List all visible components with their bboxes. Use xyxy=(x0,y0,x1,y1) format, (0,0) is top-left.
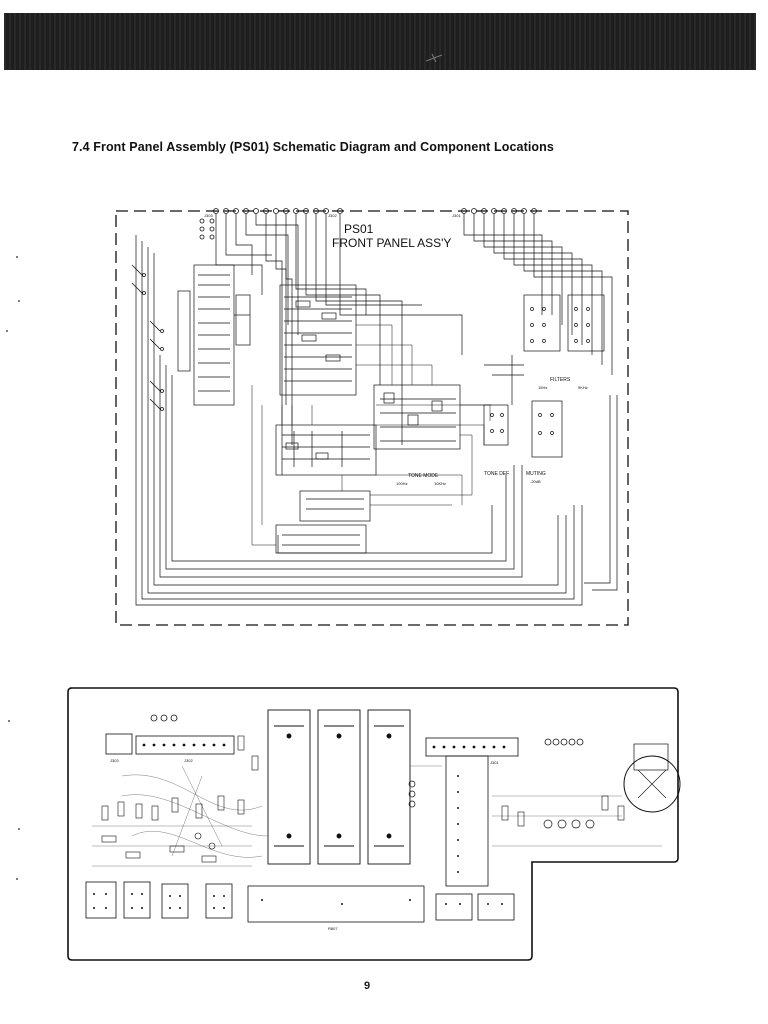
connector-pins-left xyxy=(199,218,215,240)
left-ic-block xyxy=(177,264,251,406)
scan-speck xyxy=(18,300,20,302)
schematic-diagram: PS01 FRONT PANEL ASS'Y J303 J302 J301 xyxy=(112,205,634,631)
label-filters: FILTERS xyxy=(550,377,571,383)
schematic-border xyxy=(115,210,629,626)
connector-pins-top xyxy=(213,208,537,214)
label-filter-9khz: 9KHz xyxy=(578,385,588,390)
label-muting: MUTING xyxy=(526,471,546,477)
pcb-label-j303: J303 xyxy=(110,758,119,763)
connector-label-j301: J301 xyxy=(452,213,461,218)
pcb-bottom-switches xyxy=(85,881,515,923)
connector-label-j303: J303 xyxy=(204,213,213,218)
scan-speck xyxy=(8,720,10,722)
wire-bus xyxy=(215,214,613,475)
scan-speck xyxy=(18,828,20,830)
center-components xyxy=(275,284,461,554)
pcb-label-r807: R807 xyxy=(328,926,338,931)
header-bar xyxy=(4,13,756,70)
signal-wires xyxy=(251,324,492,546)
scan-speck xyxy=(16,256,18,258)
label-tone-mode: TONE MODE xyxy=(408,473,439,479)
page-number: 9 xyxy=(364,980,371,992)
pcb-round-component xyxy=(623,755,681,813)
pcb-traces xyxy=(92,765,662,867)
schematic-title-line1: PS01 xyxy=(344,222,374,236)
pcb-label-j301: J301 xyxy=(490,760,499,765)
pcb-led-row xyxy=(150,714,584,746)
label-filter-15hz: 15Hz xyxy=(538,385,547,390)
header-texture xyxy=(4,13,756,70)
left-switches xyxy=(131,264,164,411)
pcb-vertical-strip xyxy=(445,755,489,887)
label-tone-100hz: 100Hz xyxy=(396,481,408,486)
pcb-transistors xyxy=(408,780,595,829)
pcb-connectors xyxy=(105,733,519,757)
label-tone-def: TONE DEF xyxy=(484,471,509,477)
wire-outer-loops xyxy=(135,235,618,606)
header-mark xyxy=(425,53,443,63)
section-title: 7.4 Front Panel Assembly (PS01) Schemati… xyxy=(72,140,554,154)
pcb-components xyxy=(101,735,625,863)
filter-switches xyxy=(483,294,605,458)
pcb-potentiometers xyxy=(267,709,411,865)
pcb-component-layout: J303 J302 J301 xyxy=(62,686,682,966)
schematic-title-line2: FRONT PANEL ASS'Y xyxy=(332,236,451,250)
pcb-label-j302: J302 xyxy=(184,758,193,763)
scan-speck xyxy=(6,330,8,332)
label-muting-db: -20dB xyxy=(530,479,541,484)
pcb-outline xyxy=(67,687,679,961)
connector-label-j302: J302 xyxy=(328,213,337,218)
scan-speck xyxy=(16,878,18,880)
label-tone-10khz: 10KHz xyxy=(434,481,446,486)
